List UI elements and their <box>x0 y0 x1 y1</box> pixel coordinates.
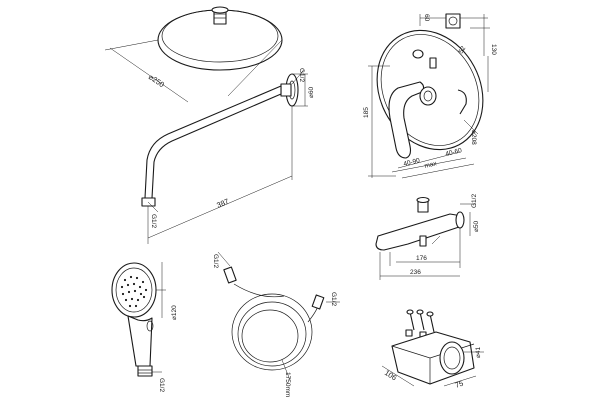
hand-shower-nozzles <box>120 275 148 308</box>
mixer-dim-bottom-2-label: max <box>424 160 438 170</box>
shower-arm: G1/2 ⌀60 387 G1/2 <box>141 68 315 244</box>
mixer-dim-top-left-label: 60 <box>423 14 430 22</box>
arm-thread-label: G1/2 <box>298 68 305 82</box>
bath-spout: G1/2 ⌀50 176 236 <box>375 194 480 280</box>
mixer-dim-bottom-1-label: 40-90 <box>403 157 421 168</box>
spout-height-label: ⌀50 <box>473 220 480 232</box>
mixer-dim-top-right-label: 52 <box>458 45 468 55</box>
shower-hose: G1/2 G1/2 1750mm <box>212 251 340 397</box>
hose-length-label: 1750mm <box>284 372 291 397</box>
arm-outlet-thread-label: G1/2 <box>150 214 157 228</box>
mixer-dim-left-label: 185 <box>363 107 370 118</box>
holder-width-label: 106 <box>383 368 398 382</box>
concealed-mixer: 60 52 130 185 ⌀208 40-90 max 40-60 <box>363 13 497 179</box>
mixer-dim-plate-label: ⌀208 <box>470 130 477 145</box>
holder-depth-label: 75 <box>454 379 465 390</box>
rain-shower-head: ⌀250 <box>104 6 283 103</box>
arm-flange-diameter-label: ⌀60 <box>308 86 315 98</box>
holder-diameter-label: ⌀41 <box>475 346 482 358</box>
mixer-dim-right-label: 130 <box>490 44 497 55</box>
hand-shower: ⌀120 G1/2 <box>111 262 178 392</box>
wall-holder: ⌀41 106 75 <box>381 309 484 390</box>
spout-depth-label: 176 <box>416 255 427 262</box>
hand-shower-diameter-label: ⌀120 <box>171 305 178 320</box>
hose-thread-right-label: G1/2 <box>330 292 337 306</box>
hose-thread-top-label: G1/2 <box>212 254 219 268</box>
rain-head-diameter-label: ⌀250 <box>147 72 166 89</box>
arm-length-label: 387 <box>215 197 230 210</box>
mixer-dim-bottom-3-label: 40-60 <box>445 147 463 158</box>
spout-length-label: 236 <box>410 269 421 276</box>
hand-shower-thread-label: G1/2 <box>158 378 165 392</box>
spout-thread-label: G1/2 <box>471 194 478 208</box>
